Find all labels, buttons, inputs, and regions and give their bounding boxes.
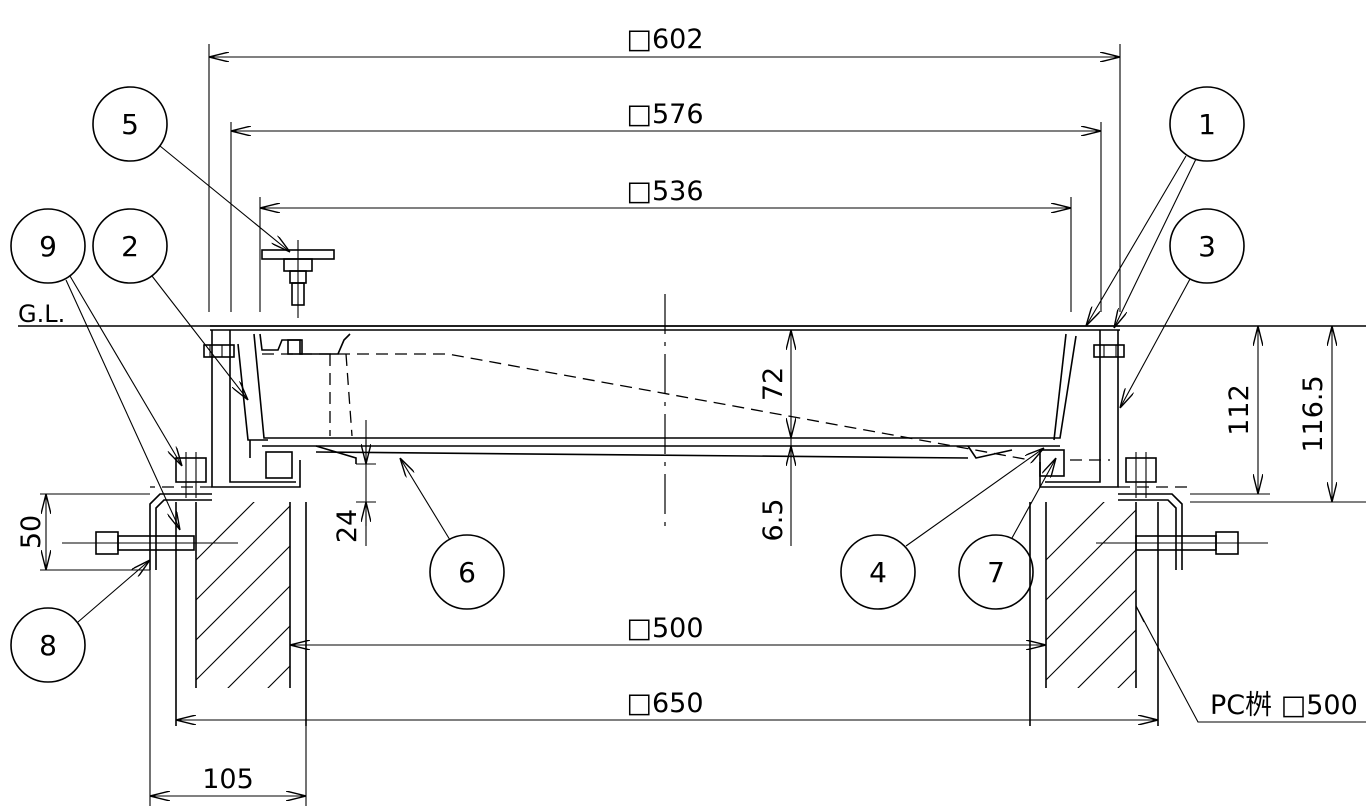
dimension-112: 112	[1120, 325, 1270, 495]
hidden-lines	[150, 353, 1190, 488]
dimension-72-label: 72	[758, 367, 789, 401]
balloon-4: 4	[840, 448, 1044, 610]
dimension-576: □576	[230, 99, 1102, 312]
dimension-72: 72	[758, 330, 791, 438]
bolt-mid-left	[175, 451, 293, 498]
balloon-9-label: 9	[39, 230, 57, 263]
balloon-7: 7	[958, 458, 1056, 610]
pc-box-wall-right	[1029, 502, 1159, 726]
pc-box-label-text: PC桝 □500	[1210, 690, 1358, 721]
balloon-8: 8	[10, 560, 150, 683]
balloon-2-label: 2	[121, 230, 139, 263]
balloon-6: 6	[400, 458, 505, 610]
anchor-bracket-right	[1096, 493, 1268, 570]
balloon-7-label: 7	[987, 556, 1005, 589]
balloon-3-label: 3	[1198, 230, 1216, 263]
dimension-105: 105	[149, 570, 307, 806]
dimension-576-label: □576	[626, 99, 703, 130]
balloon-6-label: 6	[458, 556, 476, 589]
dimension-650-label: □650	[626, 688, 703, 719]
dimension-602: □602	[208, 24, 1121, 312]
dimension-602-label: □602	[626, 24, 703, 55]
pc-box-label: PC桝 □500	[1135, 605, 1366, 723]
dimension-6-5: 6.5	[758, 438, 800, 546]
key-handle	[261, 240, 335, 318]
dimension-536-label: □536	[626, 176, 703, 207]
pc-box-wall-left	[175, 502, 307, 726]
balloon-1: 1	[1086, 86, 1245, 328]
dimension-650: □650	[176, 688, 1158, 720]
balloon-5: 5	[92, 86, 290, 252]
dimension-116-5-label: 116.5	[1298, 375, 1329, 452]
balloon-5-label: 5	[121, 108, 139, 141]
dimension-50-label: 50	[16, 515, 47, 549]
balloon-1-label: 1	[1198, 108, 1216, 141]
bolt-top-right	[1093, 344, 1125, 358]
frame-body	[210, 325, 1120, 488]
dimension-536: □536	[259, 176, 1072, 312]
dimension-24: 24	[332, 420, 376, 546]
bolt-mid-right	[1039, 449, 1157, 498]
balloon-3: 3	[1120, 208, 1245, 408]
ground-level-label: G.L.	[18, 300, 65, 328]
dimension-500-label: □500	[626, 613, 703, 644]
dimension-6-5-label: 6.5	[758, 499, 789, 542]
dimension-24-label: 24	[332, 509, 363, 543]
balloon-2: 2	[92, 208, 248, 400]
dimension-105-label: 105	[202, 764, 254, 795]
balloon-9: 9	[10, 208, 182, 530]
dimension-112-label: 112	[1224, 384, 1255, 436]
balloon-4-label: 4	[869, 556, 887, 589]
dimension-500: □500	[290, 613, 1046, 645]
dimension-50: 50	[16, 493, 150, 571]
dimension-116-5: 116.5	[1270, 325, 1345, 503]
balloon-8-label: 8	[39, 629, 57, 662]
anchor-bracket-left	[62, 493, 238, 570]
